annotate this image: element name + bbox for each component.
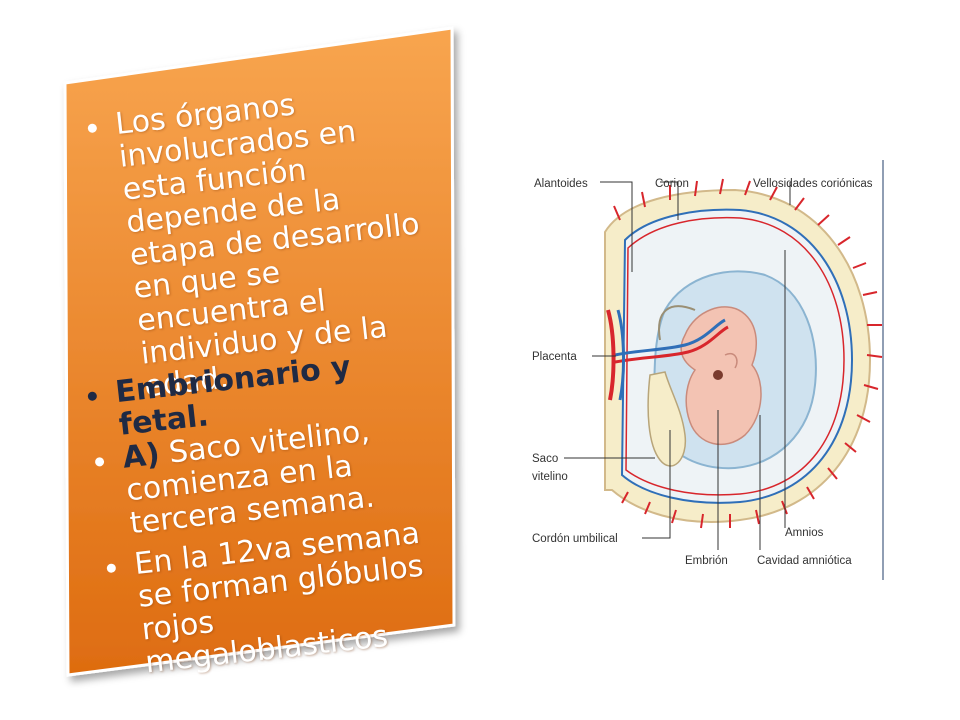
- placenta-vessel-blue: [616, 309, 625, 401]
- label-cavidad: Cavidad amniótica: [757, 555, 852, 567]
- slide-bullets-lower: Embrionario y fetal. A) Saco vitelino, c…: [80, 342, 456, 683]
- placenta-vessel-red: [606, 309, 616, 401]
- chorion-vessel: [625, 216, 845, 496]
- leader-lines: [564, 181, 791, 550]
- allantois-duct: [658, 305, 696, 341]
- label-alantoides: Alantoides: [534, 178, 588, 190]
- embryo-eye: [713, 370, 723, 380]
- label-cordon: Cordón umbilical: [532, 533, 618, 545]
- cord-vein: [614, 318, 726, 357]
- label-corion: Corion: [655, 178, 689, 190]
- cord-artery: [614, 325, 729, 364]
- label-vellosidades: Vellosidades coriónicas: [753, 178, 873, 190]
- label-saco-2: vitelino: [532, 471, 568, 483]
- label-placenta: Placenta: [532, 351, 577, 363]
- chorionic-villi: [613, 178, 883, 529]
- label-amnios: Amnios: [785, 527, 824, 539]
- yolk-sac: [647, 371, 687, 467]
- label-embrion: Embrión: [685, 555, 728, 567]
- embryo-diagram: Alantoides Corion Vellosidades coriónica…: [532, 160, 884, 580]
- label-saco-1: Saco: [532, 453, 558, 465]
